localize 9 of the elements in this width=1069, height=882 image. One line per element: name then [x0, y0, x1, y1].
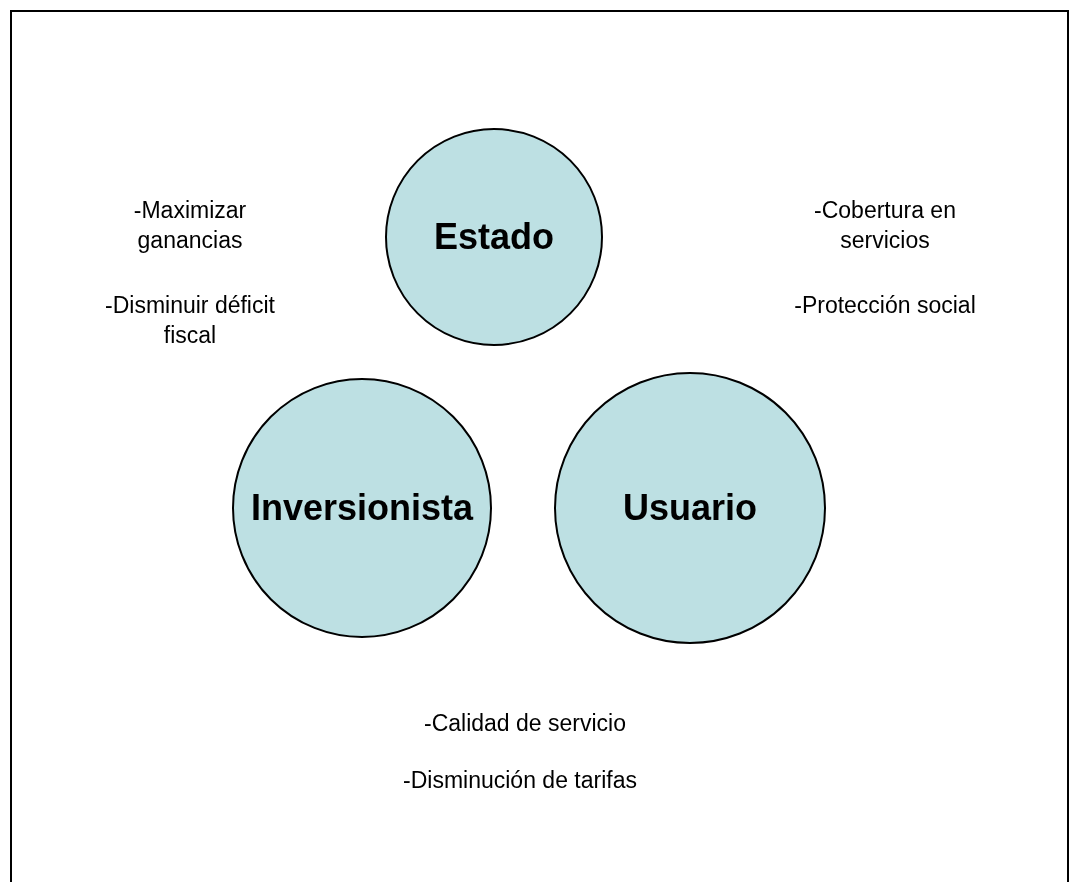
goal-text: -Protección social — [793, 291, 977, 320]
goal-text: -Disminuir déficit fiscal — [104, 291, 276, 350]
goal-text: -Disminución de tarifas — [402, 766, 638, 795]
node-label: Inversionista — [250, 487, 474, 529]
goal-text: -Maximizar ganancias — [132, 196, 248, 255]
goal-text: -Cobertura en servicios — [813, 196, 957, 255]
goal-text: -Calidad de servicio — [423, 709, 627, 738]
node-label: Estado — [434, 216, 554, 258]
node-label: Usuario — [622, 487, 757, 529]
